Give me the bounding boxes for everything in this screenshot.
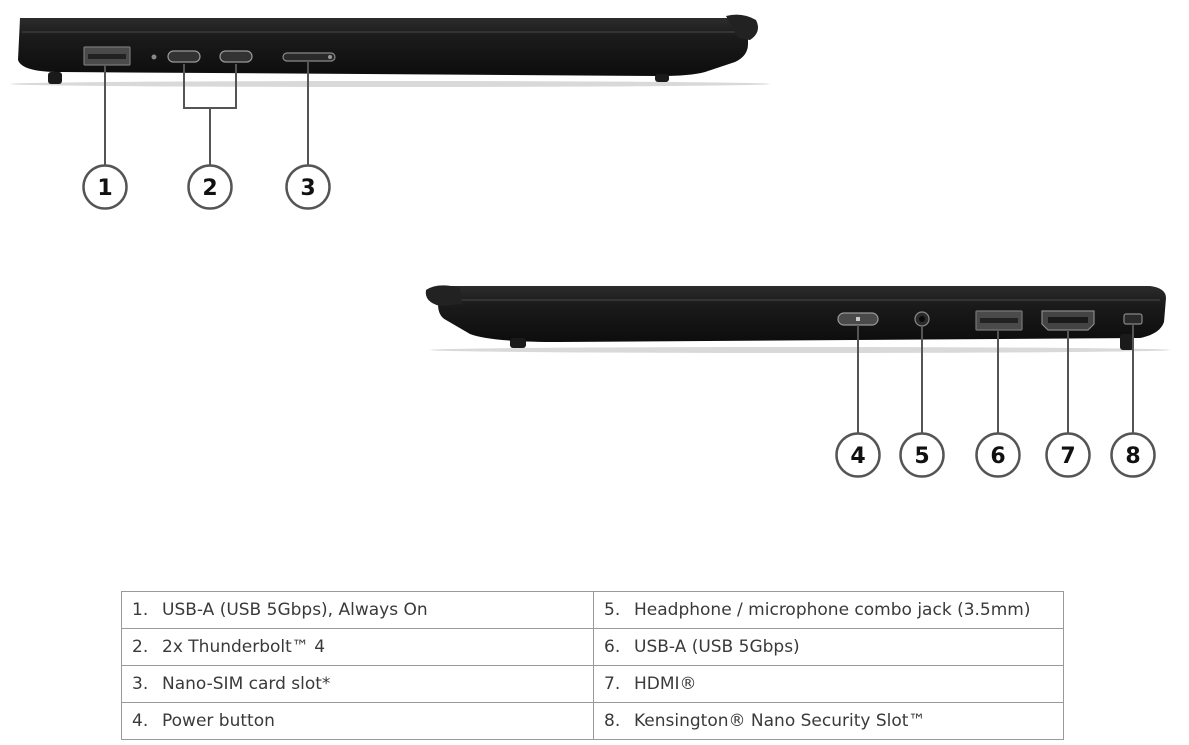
port-item-8: 8.Kensington® Nano Security Slot™ <box>593 702 1064 740</box>
svg-text:4: 4 <box>850 444 865 469</box>
hinge-right <box>425 285 462 306</box>
port-item-7: 7.HDMI® <box>593 665 1064 703</box>
audio-jack-hole <box>919 316 925 322</box>
callout-4: 4 <box>835 432 881 478</box>
table-row: 2.2x Thunderbolt™ 4 6.USB-A (USB 5Gbps) <box>121 628 1064 666</box>
port-item-3: 3.Nano-SIM card slot* <box>121 665 594 703</box>
callout-7: 7 <box>1045 432 1091 478</box>
laptop-left-side-view <box>10 14 770 87</box>
usb-a-right-tongue <box>980 318 1018 323</box>
svg-text:3: 3 <box>300 176 315 201</box>
port-item-1: 1.USB-A (USB 5Gbps), Always On <box>121 591 594 629</box>
thunderbolt-port-2-icon <box>219 50 253 63</box>
shadow-left <box>10 81 770 87</box>
table-row: 4.Power button 8.Kensington® Nano Securi… <box>121 702 1064 740</box>
foot-left-front <box>48 72 62 84</box>
callout-2: 2 <box>187 164 233 210</box>
callout-lines-left <box>104 61 309 165</box>
laptop-right-side-view <box>425 285 1170 353</box>
callout-lines-right <box>857 324 1134 433</box>
sim-slot-icon <box>282 52 336 62</box>
callout-8: 8 <box>1110 432 1156 478</box>
callouts-left: 1 2 3 <box>82 164 331 210</box>
hdmi-port-inner <box>1048 317 1088 323</box>
table-row: 1.USB-A (USB 5Gbps), Always On 5.Headpho… <box>121 591 1064 629</box>
callout-3: 3 <box>285 164 331 210</box>
foot-right-front <box>1120 334 1134 350</box>
sim-eject-hole-icon <box>328 55 332 59</box>
shadow-right <box>430 347 1170 353</box>
hinge-left <box>726 14 758 40</box>
svg-text:2: 2 <box>202 176 217 201</box>
thunderbolt-port-1-icon <box>167 50 201 63</box>
foot-left-back <box>655 74 669 82</box>
foot-right-back <box>510 338 526 348</box>
callout-6: 6 <box>975 432 1021 478</box>
port-item-6: 6.USB-A (USB 5Gbps) <box>593 628 1064 666</box>
ports-legend-table: 1.USB-A (USB 5Gbps), Always On 5.Headpho… <box>121 591 1064 740</box>
kensington-slot-icon <box>1123 313 1143 325</box>
svg-text:1: 1 <box>97 176 112 201</box>
svg-text:5: 5 <box>914 444 929 469</box>
svg-text:8: 8 <box>1125 444 1140 469</box>
port-item-2: 2.2x Thunderbolt™ 4 <box>121 628 594 666</box>
svg-text:7: 7 <box>1060 444 1075 469</box>
led-indicator-icon <box>151 54 157 60</box>
svg-text:6: 6 <box>990 444 1005 469</box>
power-led-icon <box>856 317 860 321</box>
table-row: 3.Nano-SIM card slot* 7.HDMI® <box>121 665 1064 703</box>
port-diagram: 1 2 3 <box>10 14 1170 478</box>
callout-5: 5 <box>899 432 945 478</box>
usb-a-tongue <box>88 54 126 59</box>
port-item-4: 4.Power button <box>121 702 594 740</box>
port-item-5: 5.Headphone / microphone combo jack (3.5… <box>593 591 1064 629</box>
callouts-right: 4 5 6 7 8 <box>835 432 1156 478</box>
callout-1: 1 <box>82 164 128 210</box>
